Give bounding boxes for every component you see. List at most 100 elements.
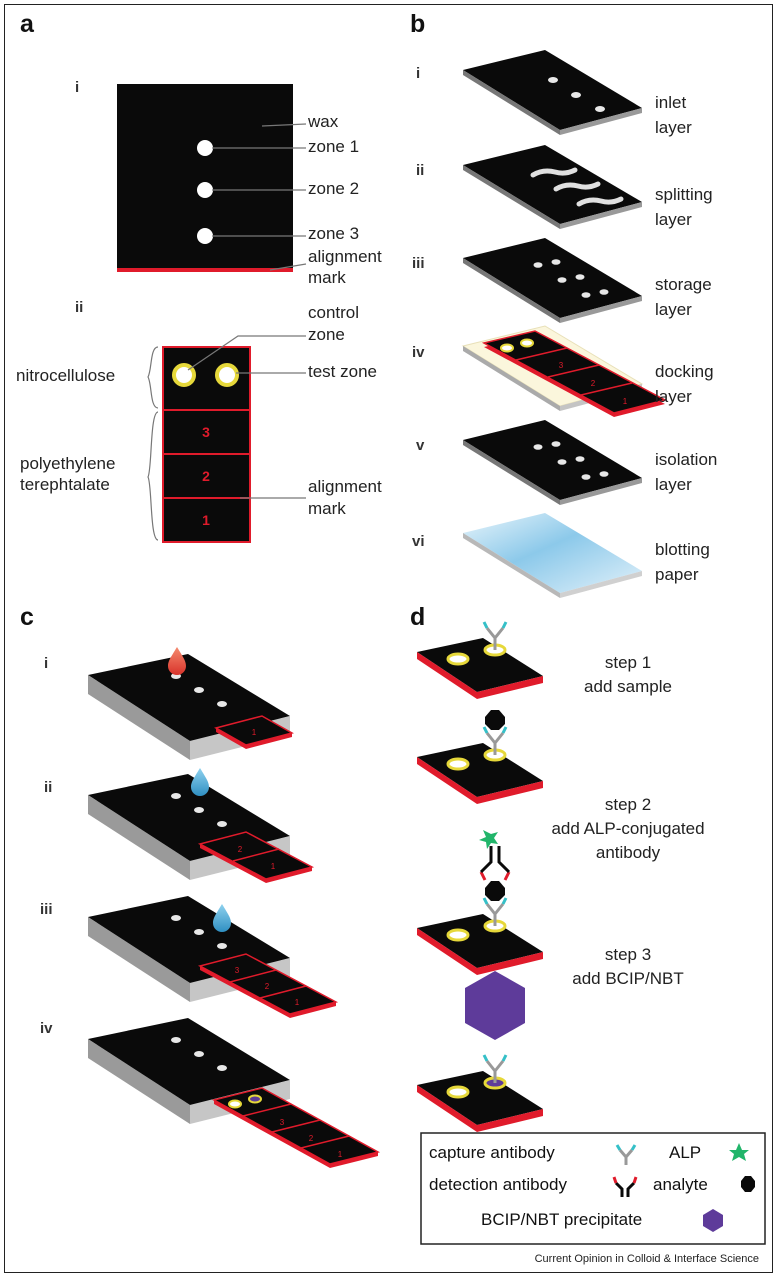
- step-2-title: step 2: [605, 795, 651, 814]
- docking-strip-number-2: 2: [591, 379, 596, 388]
- panel-a-letter: a: [20, 10, 35, 38]
- step-2-chip: [417, 710, 543, 804]
- polyethylene-label-1: polyethylene: [20, 454, 115, 473]
- detection-antibody-icon: [479, 846, 511, 881]
- strip-number-1: 1: [202, 512, 210, 528]
- alignment-mark-top-label-1: alignment: [308, 247, 382, 266]
- panel-b-roman-vi: vi: [412, 533, 425, 550]
- splitting-layer-sheet: [463, 145, 642, 224]
- panel-c-roman-i: i: [44, 655, 48, 672]
- inlet-label-1: inlet: [655, 93, 686, 112]
- polyethylene-label-2: terephtalate: [20, 475, 110, 494]
- blotting-label-2: paper: [655, 565, 699, 584]
- buffer-drop-icon-ii: [191, 768, 209, 796]
- c-i-strip-number-1: 1: [252, 728, 257, 737]
- c-iii-strip-number-2: 2: [265, 982, 270, 991]
- panel-b-letter: b: [410, 10, 425, 38]
- panel-a-leader-lines: [212, 123, 307, 271]
- panel-b-roman-ii: ii: [416, 162, 424, 179]
- zone-1-label: zone 1: [308, 137, 359, 156]
- alignment-mark-top-label-2: mark: [308, 268, 346, 287]
- legend: capture antibody ALP detection antibody …: [420, 1132, 766, 1245]
- step-2-desc-2: antibody: [596, 843, 661, 862]
- panel-b-roman-i: i: [416, 65, 420, 82]
- strip-number-3: 3: [202, 424, 210, 440]
- journal-credit: Current Opinion in Colloid & Interface S…: [535, 1253, 759, 1265]
- step-2-desc-1: add ALP-conjugated: [551, 819, 704, 838]
- c-iv-strip-number-1: 1: [338, 1150, 343, 1159]
- alp-star-icon: [479, 830, 498, 849]
- panel-a-strip-leaders: [147, 335, 306, 541]
- docking-strip-number-3: 3: [559, 361, 564, 370]
- control-zone-label-2: zone: [308, 325, 345, 344]
- capture-antibody-icon: [482, 621, 508, 650]
- isolation-layer-sheet: [463, 420, 642, 500]
- legend-precipitate-icon: [703, 1209, 723, 1232]
- legend-alp: ALP: [669, 1143, 701, 1162]
- wax-label: wax: [307, 112, 339, 131]
- test-strip: 3 2 1: [162, 346, 251, 543]
- legend-alp-icon: [729, 1143, 749, 1161]
- alignment-mark-bottom-label-1: alignment: [308, 477, 382, 496]
- panel-a-sub-ii: ii: [75, 299, 83, 316]
- panel-b-roman-iii: iii: [412, 255, 425, 272]
- inlet-label-2: layer: [655, 118, 692, 137]
- panel-c-roman-iii: iii: [40, 901, 53, 918]
- panel-c: c i 1 ii: [20, 603, 381, 1168]
- panel-c-roman-ii: ii: [44, 779, 52, 796]
- step-3-title: step 3: [605, 945, 651, 964]
- c-ii-strip-number-1: 1: [271, 862, 276, 871]
- panel-b: b i inlet layer ii splitting layer iii s…: [410, 10, 717, 598]
- legend-analyte-icon: [741, 1176, 755, 1192]
- zone-3-label: zone 3: [308, 224, 359, 243]
- storage-label-1: storage: [655, 275, 712, 294]
- alignment-mark-top-bar: [117, 268, 293, 272]
- panel-d: d step 1 add sample: [410, 603, 766, 1245]
- control-zone-label-1: control: [308, 303, 359, 322]
- legend-detection-antibody-icon: [612, 1176, 638, 1197]
- c-iv-strip-number-3: 3: [280, 1118, 285, 1127]
- blotting-label-1: blotting: [655, 540, 710, 559]
- panel-c-letter: c: [20, 603, 34, 631]
- panel-a-sub-i: i: [75, 79, 79, 96]
- storage-label-2: layer: [655, 300, 692, 319]
- step-3-chip: [417, 971, 543, 1132]
- step-3-desc: add BCIP/NBT: [572, 969, 684, 988]
- device-c-iii: 3 2 1: [88, 896, 339, 1018]
- legend-capture-antibody: capture antibody: [429, 1143, 555, 1162]
- docking-label-1: docking: [655, 362, 714, 381]
- device-c-iv: 3 2 1: [88, 1018, 381, 1168]
- analyte-icon: [485, 710, 505, 730]
- alignment-mark-bottom-label-2: mark: [308, 499, 346, 518]
- panel-b-roman-iv: iv: [412, 344, 425, 361]
- buffer-drop-icon-iii: [213, 904, 231, 932]
- device-c-ii: 2 1: [88, 768, 315, 883]
- legend-detection-antibody: detection antibody: [429, 1175, 567, 1194]
- strip-number-2: 2: [202, 468, 210, 484]
- blotting-paper-sheet: [463, 513, 642, 593]
- c-iv-strip-number-2: 2: [309, 1134, 314, 1143]
- isolation-label-1: isolation: [655, 450, 717, 469]
- docking-label-2: layer: [655, 387, 692, 406]
- legend-capture-antibody-icon: [615, 1144, 637, 1165]
- test-zone-label: test zone: [308, 362, 377, 381]
- c-iii-strip-number-3: 3: [235, 966, 240, 975]
- panel-d-letter: d: [410, 603, 425, 631]
- step-1-title: step 1: [605, 653, 651, 672]
- precipitate-hexagon-icon: [465, 971, 525, 1040]
- step-1-desc: add sample: [584, 677, 672, 696]
- step-1-chip: [417, 621, 543, 699]
- panel-b-roman-v: v: [416, 437, 425, 454]
- step-2-result-chip: [417, 830, 543, 975]
- zone-1-dot: [197, 140, 213, 156]
- panel-c-roman-iv: iv: [40, 1020, 53, 1037]
- test-zone-ring: [215, 363, 239, 387]
- storage-layer-sheet: [463, 238, 642, 318]
- c-ii-strip-number-2: 2: [238, 845, 243, 854]
- c-iii-strip-number-1: 1: [295, 998, 300, 1007]
- splitting-label-2: layer: [655, 210, 692, 229]
- zone-3-dot: [197, 228, 213, 244]
- legend-analyte: analyte: [653, 1175, 708, 1194]
- splitting-label-1: splitting: [655, 185, 713, 204]
